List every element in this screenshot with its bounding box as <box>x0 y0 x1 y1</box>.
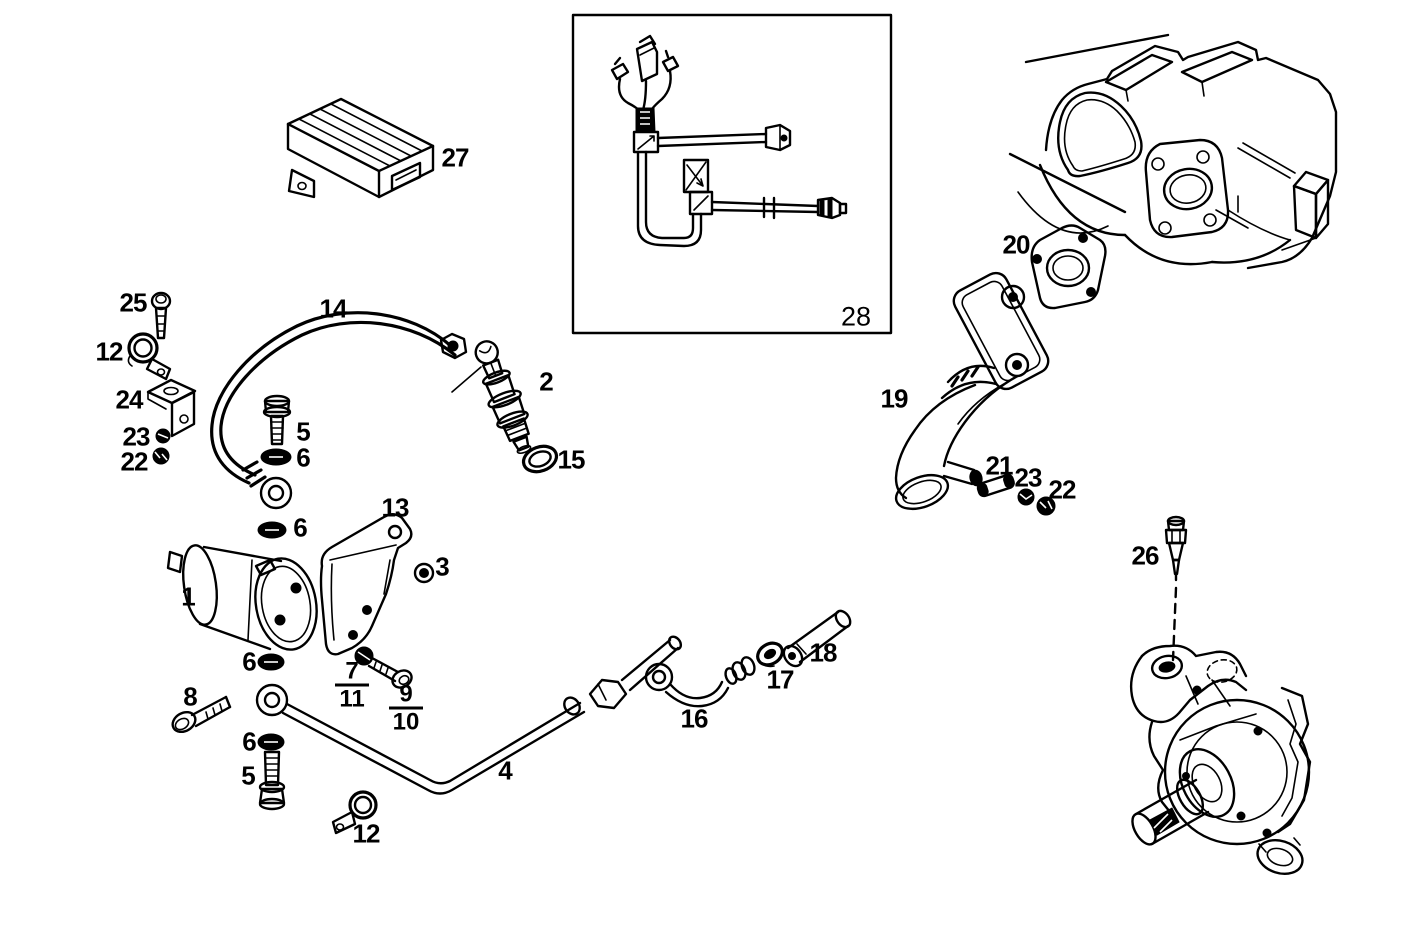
part-4-pipe-drawing <box>257 685 584 794</box>
part-22-nut-right-drawing <box>1037 497 1055 515</box>
part-2-valve-drawing <box>452 336 541 458</box>
part-12-clamp-left-drawing <box>128 334 170 379</box>
part-3-nut-drawing <box>415 564 433 582</box>
callout-5b: 5 <box>241 760 256 791</box>
part-23-nut-left-drawing <box>156 429 170 443</box>
part-20-gasket-drawing <box>1032 226 1106 309</box>
callout-21: 21 <box>985 450 1014 481</box>
part-26-sensor-drawing <box>1166 517 1186 660</box>
part-27-control-unit-drawing <box>288 99 433 197</box>
callout-24: 24 <box>115 384 144 415</box>
callout-6c: 6 <box>242 646 257 677</box>
callout-8: 8 <box>183 681 198 712</box>
callout-26: 26 <box>1131 540 1160 571</box>
part-6-washer-mid-drawing <box>258 522 286 538</box>
inset-box <box>573 15 891 333</box>
callout-5a: 5 <box>296 416 311 447</box>
callout-28: 28 <box>840 301 872 332</box>
part-6-washer-lower-drawing <box>258 654 284 670</box>
part-8-bolt-drawing <box>169 697 230 736</box>
callout-22b: 22 <box>1048 474 1077 505</box>
callout-25: 25 <box>119 287 148 318</box>
part-16-pipe-drawing <box>646 655 757 706</box>
callout-19: 19 <box>880 383 909 414</box>
callout-27: 27 <box>441 142 470 173</box>
callout-14: 14 <box>319 293 348 324</box>
part-5-bolt-upper-drawing <box>264 396 290 444</box>
part-1-canister-drawing <box>168 543 324 654</box>
part-21-stud-drawing <box>977 474 1015 497</box>
part-24-bracket-drawing <box>148 380 195 436</box>
callout-20: 20 <box>1002 229 1031 260</box>
callout-3: 3 <box>435 551 450 582</box>
callout-18: 18 <box>809 637 838 668</box>
part-28-wiring-harness-drawing <box>612 36 846 246</box>
part-13-bracket-drawing <box>321 514 411 654</box>
engine-manifold-drawing <box>1010 35 1336 268</box>
part-15-seal-ring-drawing <box>520 442 560 476</box>
part-9-10-bolt-drawing <box>369 658 415 691</box>
pipe-end-fittings-drawing <box>561 634 683 717</box>
part-17-fitting-drawing <box>754 639 787 669</box>
part-7-11-washer-drawing <box>355 647 373 665</box>
callout-6a: 6 <box>296 442 311 473</box>
callout-23b: 23 <box>1014 462 1043 493</box>
callout-6b: 6 <box>293 512 308 543</box>
callout-22a: 22 <box>120 446 149 477</box>
part-23-nut-right-drawing <box>1018 489 1034 505</box>
part-6-washer-upper-drawing <box>261 449 291 465</box>
callout-16: 16 <box>680 703 709 734</box>
callout-4: 4 <box>498 755 513 786</box>
part-19-elbow-pipe-drawing <box>891 269 1052 516</box>
part-6-washer-bottom-drawing <box>258 734 284 750</box>
part-14-hose-drawing <box>212 313 466 508</box>
callout-17: 17 <box>766 664 795 695</box>
callout-12b: 12 <box>352 818 381 849</box>
vacuum-pump-drawing <box>1128 646 1310 880</box>
part-25-bolt-drawing <box>152 293 170 338</box>
callout-12a: 12 <box>95 336 124 367</box>
callout-6d: 6 <box>242 726 257 757</box>
callout-1: 1 <box>181 581 196 612</box>
callout-23a: 23 <box>122 421 151 452</box>
callout-15: 15 <box>557 444 586 475</box>
callout-13: 13 <box>381 492 410 523</box>
callout-2: 2 <box>539 366 554 397</box>
part-18-tube-drawing <box>780 608 853 669</box>
part-22-washer-left-drawing <box>153 448 169 464</box>
part-12-clamp-bottom-drawing <box>333 792 376 833</box>
part-5-bolt-lower-drawing <box>260 752 284 809</box>
